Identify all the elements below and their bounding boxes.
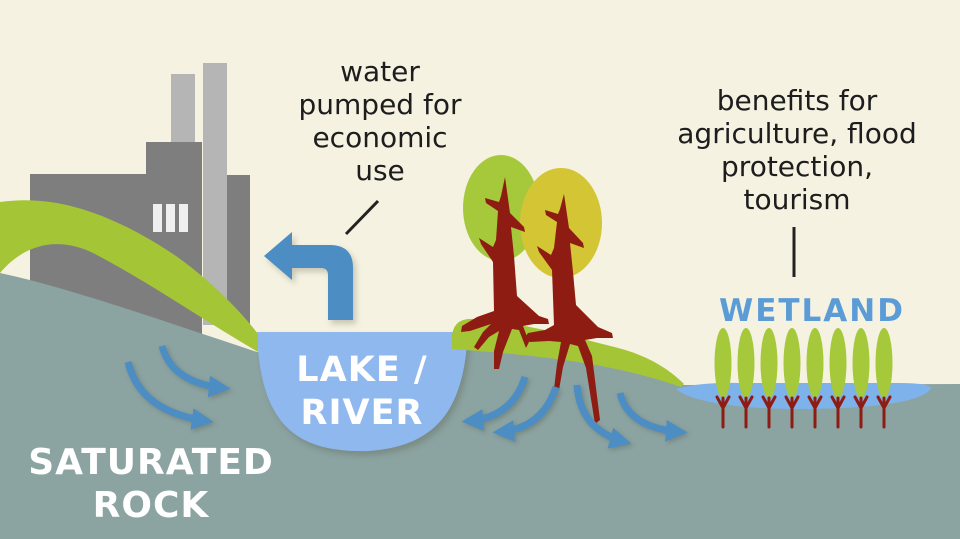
root-icon: [807, 395, 823, 429]
saturated-rock-ground: [0, 273, 960, 539]
tree-slope-green: [451, 318, 684, 387]
lake-label-line: LAKE /: [296, 350, 428, 390]
curved-arrow-icon: [492, 385, 560, 442]
groundwater-arrow-icons: [124, 344, 688, 449]
root-icon: [761, 395, 777, 429]
benefits-note-line: tourism: [743, 183, 851, 216]
wetland-root-icons: [715, 395, 892, 429]
reed-icon: [852, 328, 870, 398]
root-icon: [876, 395, 892, 429]
rock-label-line: ROCK: [92, 485, 210, 526]
root-icon: [784, 395, 800, 429]
pump-note-line: pumped for: [298, 88, 462, 121]
curved-arrow-icon: [461, 375, 529, 431]
tree-trunk-left: [461, 177, 549, 369]
pump-note-line: water: [340, 55, 420, 88]
reed-icon: [760, 328, 778, 398]
reed-icon: [829, 328, 847, 398]
lake-label-line: RIVER: [300, 393, 424, 433]
benefits-note-line: protection,: [721, 150, 873, 183]
benefits-note-line: agriculture, flood: [677, 117, 917, 150]
hill-green-left: [0, 200, 258, 352]
factory-windows-icon: [153, 204, 188, 232]
tree-trunk-right: [524, 194, 613, 424]
pump-note: water pumped for economic use: [299, 55, 462, 187]
lake-water: [257, 332, 468, 452]
curved-arrow-icon: [573, 384, 632, 449]
pointer-line-pump: [344, 199, 380, 236]
root-icon: [853, 395, 869, 429]
root-icon: [738, 395, 754, 429]
reed-icon: [875, 328, 893, 398]
lake-label: LAKE / RIVER: [296, 349, 427, 435]
reed-icon: [737, 328, 755, 398]
wetland-label: WETLAND: [719, 293, 905, 329]
curved-arrow-icon: [616, 392, 688, 442]
reed-icon: [783, 328, 801, 398]
pump-note-line: economic: [312, 121, 448, 154]
reed-icon: [806, 328, 824, 398]
benefits-note: benefits for agriculture, flood protecti…: [677, 84, 916, 216]
benefits-note-line: benefits for: [716, 84, 878, 117]
saturated-rock-label: SATURATED ROCK: [28, 441, 274, 527]
bent-left-arrow-icon: [264, 232, 353, 320]
curved-arrow-icon: [124, 361, 214, 430]
reed-icon: [714, 328, 732, 398]
pump-note-line: use: [355, 154, 405, 187]
root-icon: [715, 395, 731, 429]
tree-icons: [461, 155, 613, 424]
root-icon: [830, 395, 846, 429]
wetland-reed-icons: [714, 328, 893, 398]
factory-building-right-wing: [227, 175, 250, 327]
curved-arrow-icon: [158, 344, 231, 398]
wetland-water: [676, 382, 931, 409]
rock-label-line: SATURATED: [28, 442, 274, 483]
